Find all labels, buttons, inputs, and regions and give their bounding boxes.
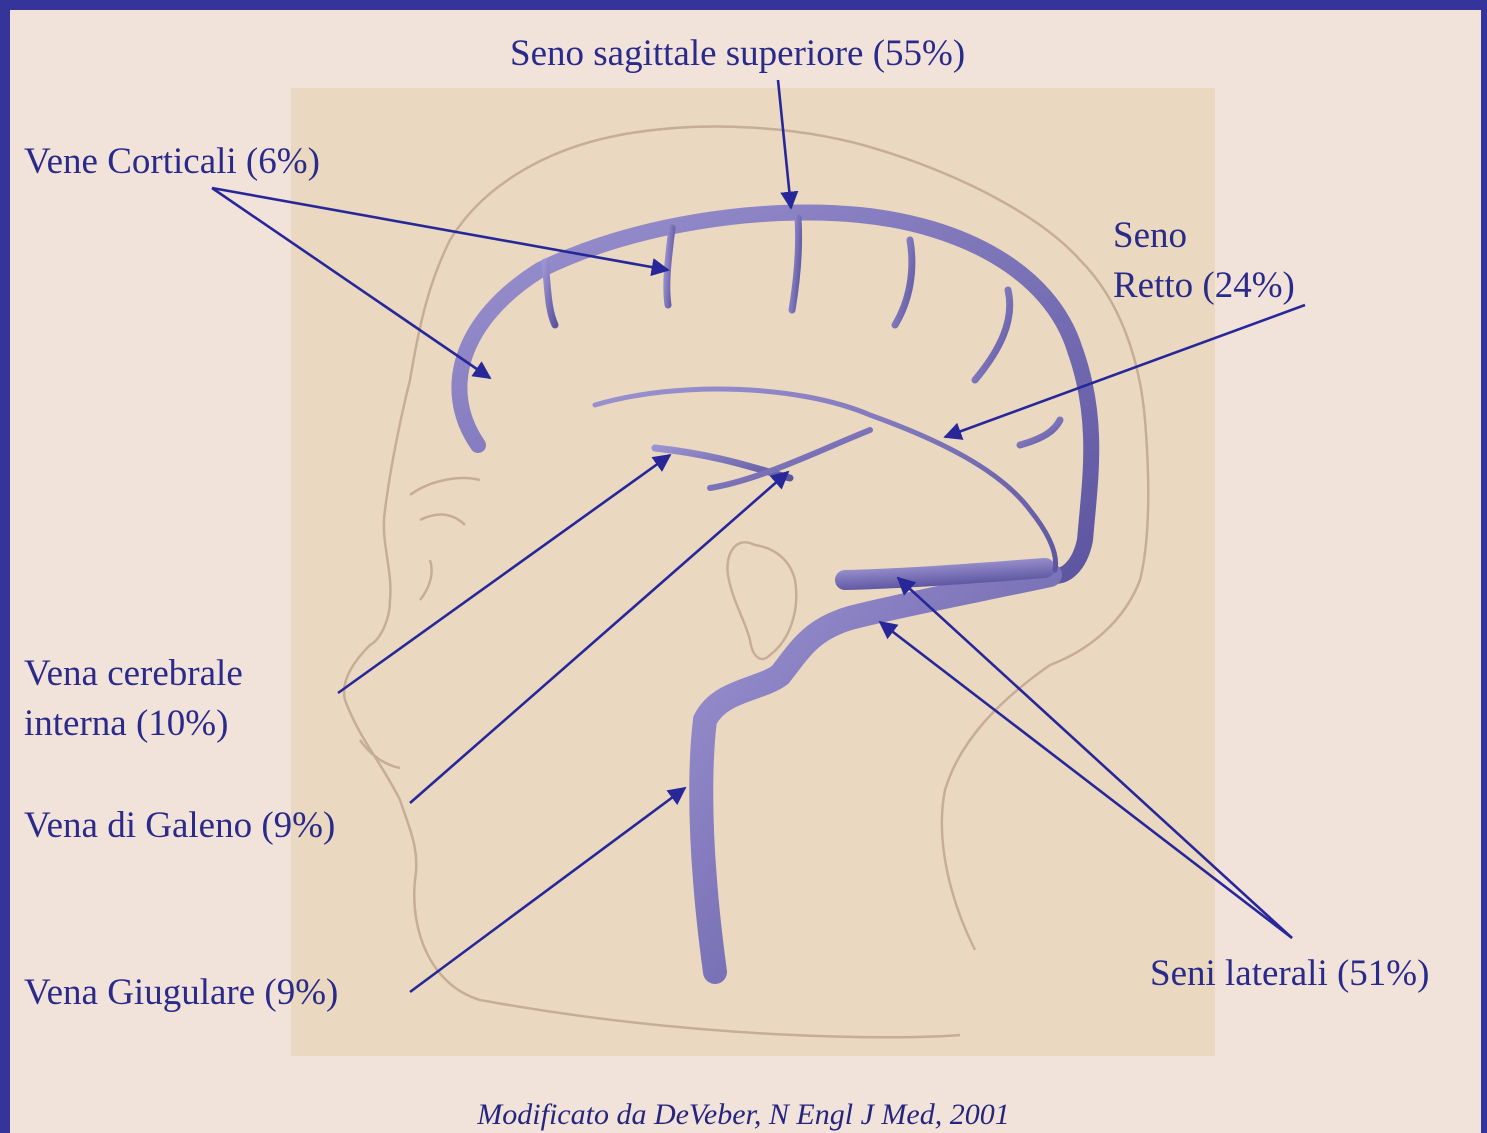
label-seno-retto-line2: Retto (24%) bbox=[1113, 260, 1295, 312]
label-seni-laterali: Seni laterali (51%) bbox=[1150, 948, 1429, 1000]
label-vena-galeno: Vena di Galeno (9%) bbox=[24, 800, 335, 852]
label-seno-retto-line1: Seno bbox=[1113, 210, 1187, 262]
label-vene-corticali: Vene Corticali (6%) bbox=[24, 136, 320, 188]
label-vena-giugulare: Vena Giugulare (9%) bbox=[24, 967, 338, 1019]
source-credit: Modificato da DeVeber, N Engl J Med, 200… bbox=[0, 1098, 1487, 1132]
lateral-sinus-upper-vein bbox=[845, 568, 1045, 580]
label-vena-cerebrale-line1: Vena cerebrale bbox=[24, 648, 243, 700]
label-seno-sagittale: Seno sagittale superiore (55%) bbox=[510, 28, 965, 80]
label-vena-cerebrale-line2: interna (10%) bbox=[24, 698, 228, 750]
